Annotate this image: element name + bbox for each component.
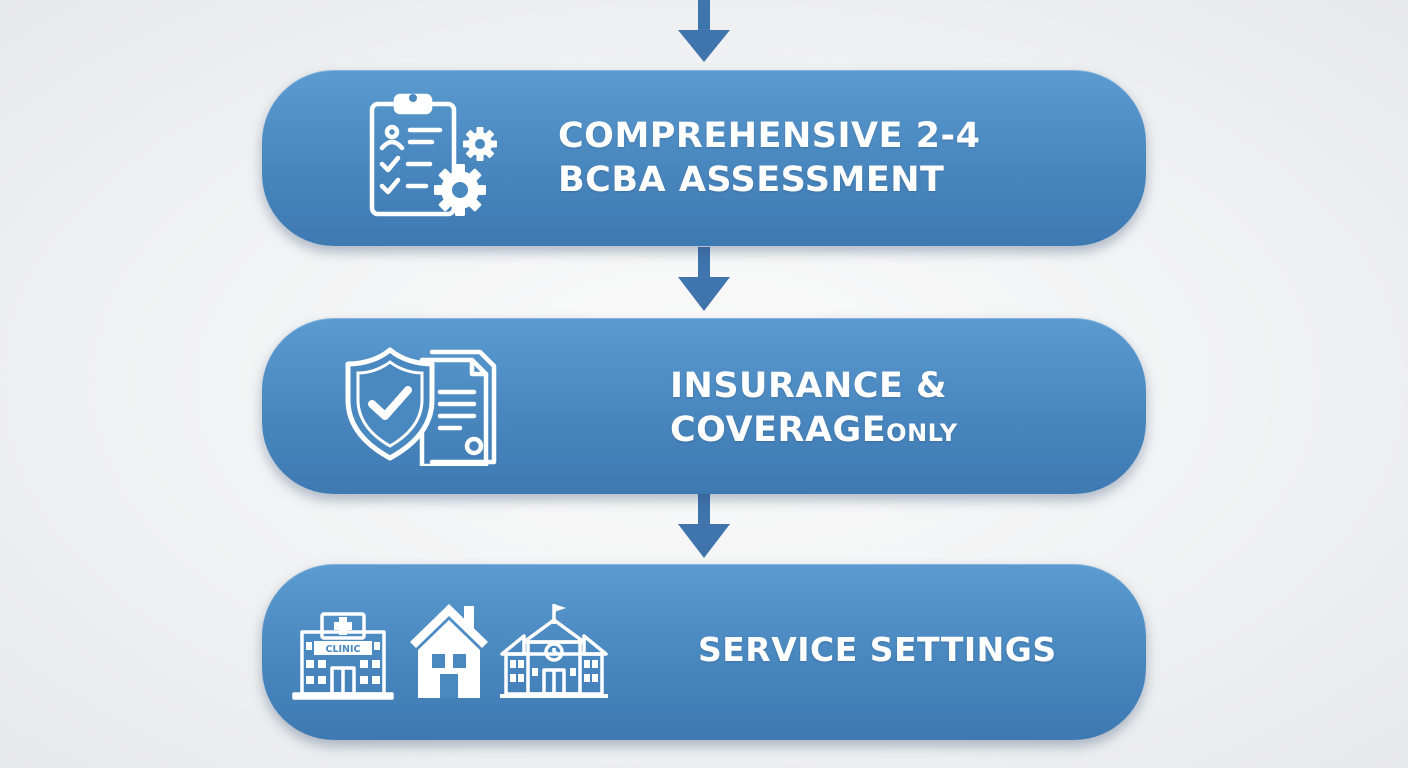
step-insurance-label: INSURANCE & COVERAGEONLY — [670, 364, 958, 455]
flow-arrow-1 — [678, 247, 730, 311]
step-settings-label-line1: SERVICE SETTINGS — [698, 630, 1057, 669]
step-insurance-label-suffix: ONLY — [886, 419, 958, 447]
flow-arrow-2 — [678, 494, 730, 558]
flow-arrow-top — [678, 0, 730, 62]
clipboard-gears-icon — [369, 93, 497, 217]
step-insurance-label-coverage: COVERAGE — [670, 410, 887, 450]
step-insurance-label-line2: COVERAGEONLY — [670, 408, 958, 455]
step-assessment: COMPREHENSIVE 2-4 BCBA ASSESSMENT — [262, 70, 1146, 246]
step-settings-label: SERVICE SETTINGS — [698, 628, 1057, 672]
step-assessment-label-line2: BCBA ASSESSMENT — [558, 160, 945, 200]
step-insurance-label-line1: INSURANCE & — [670, 366, 948, 406]
step-insurance: INSURANCE & COVERAGEONLY — [262, 318, 1146, 494]
clinic-icon: CLINIC — [292, 612, 394, 700]
step-assessment-label: COMPREHENSIVE 2-4 BCBA ASSESSMENT — [558, 114, 980, 202]
school-icon — [500, 604, 608, 698]
step-settings: CLINIC — [262, 564, 1146, 740]
clinic-sign: CLINIC — [325, 644, 360, 655]
house-icon — [410, 604, 488, 698]
shield-document-icon — [345, 347, 497, 466]
step-assessment-label-line1: COMPREHENSIVE 2-4 — [558, 116, 981, 156]
